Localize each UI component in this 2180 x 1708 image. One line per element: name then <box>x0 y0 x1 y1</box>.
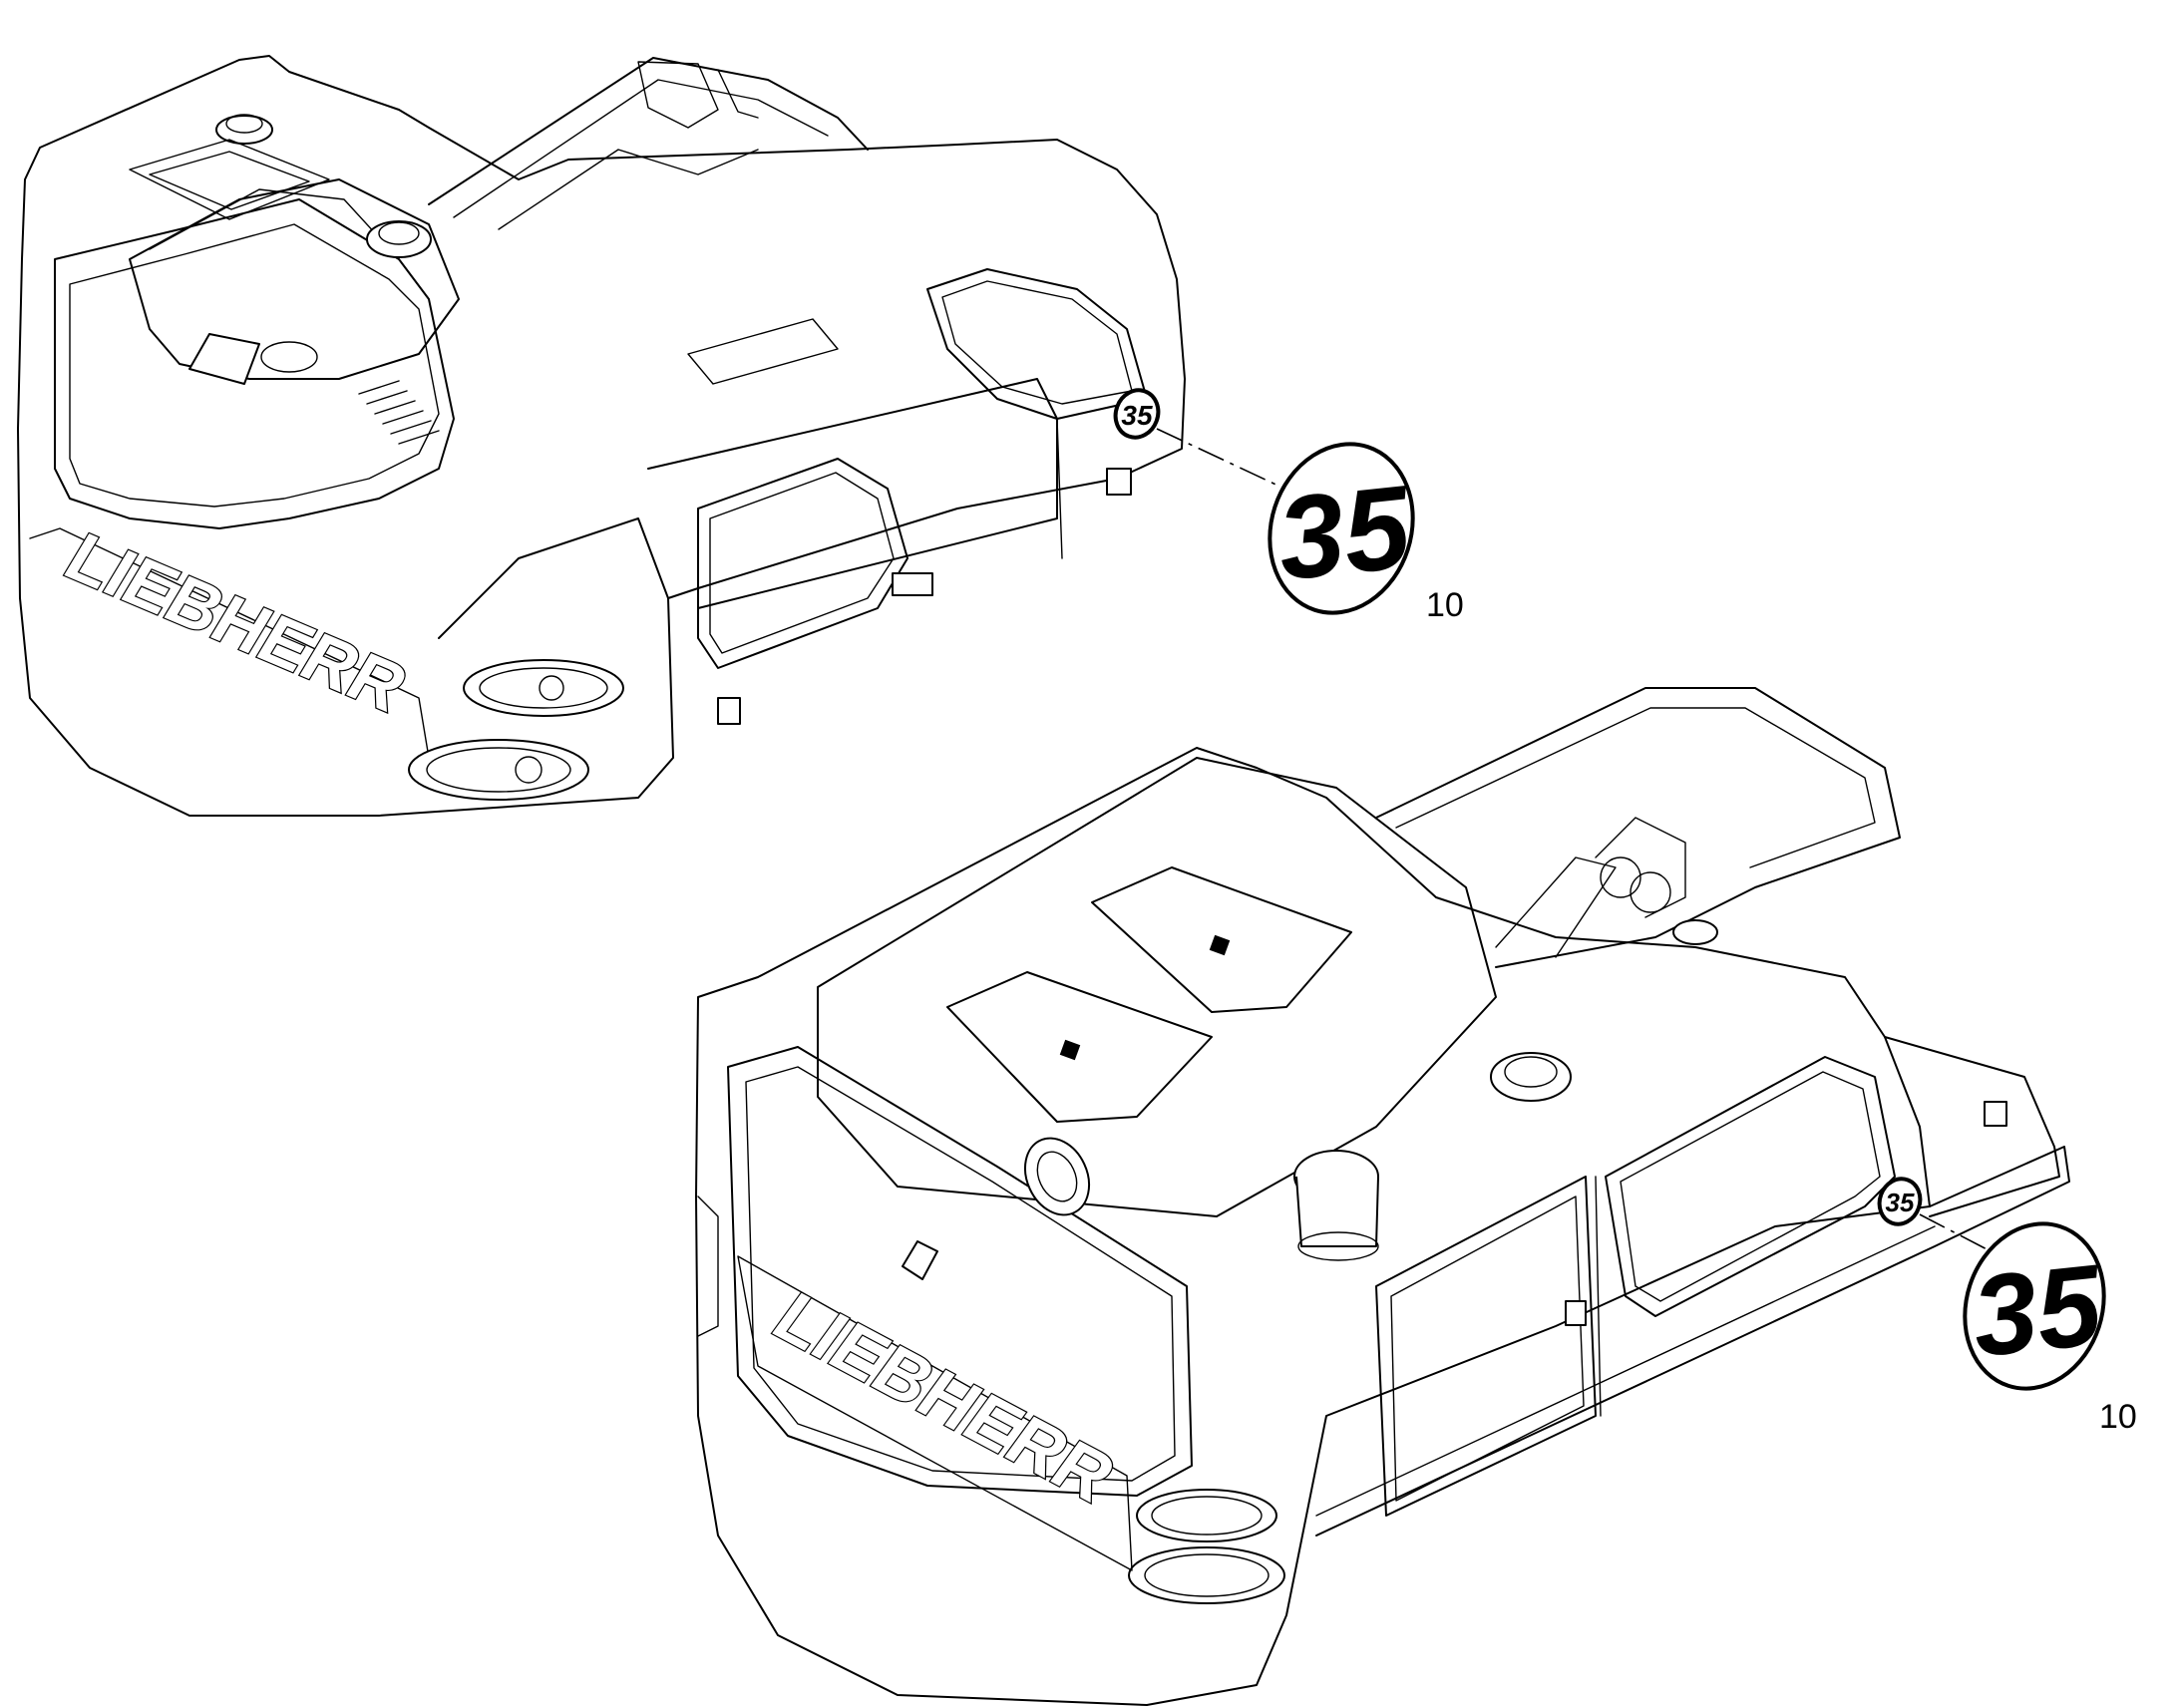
engine-grille <box>358 380 440 445</box>
decal-35-large: 35 <box>1268 442 1418 615</box>
decal-35-small: 35 <box>1877 1177 1923 1226</box>
svg-text:35: 35 <box>1121 400 1153 431</box>
callout-number: 10 <box>2099 1398 2137 1436</box>
decal-35-small: 35 <box>1113 388 1161 440</box>
brand-lettering: LIEBHERR <box>52 518 421 726</box>
brand-lettering: LIEBHERR <box>759 1279 1130 1517</box>
decal-35-large: 35 <box>1963 1221 2109 1391</box>
lower-machine-view: LIEBHERR 35 35 10 <box>695 687 2137 1706</box>
svg-text:35: 35 <box>1886 1188 1915 1217</box>
svg-text:35: 35 <box>1967 1240 2109 1381</box>
svg-text:35: 35 <box>1272 461 1418 605</box>
callout-number: 10 <box>1426 586 1464 624</box>
upper-machine-view: LIEBHERR 35 35 10 <box>17 55 1464 817</box>
